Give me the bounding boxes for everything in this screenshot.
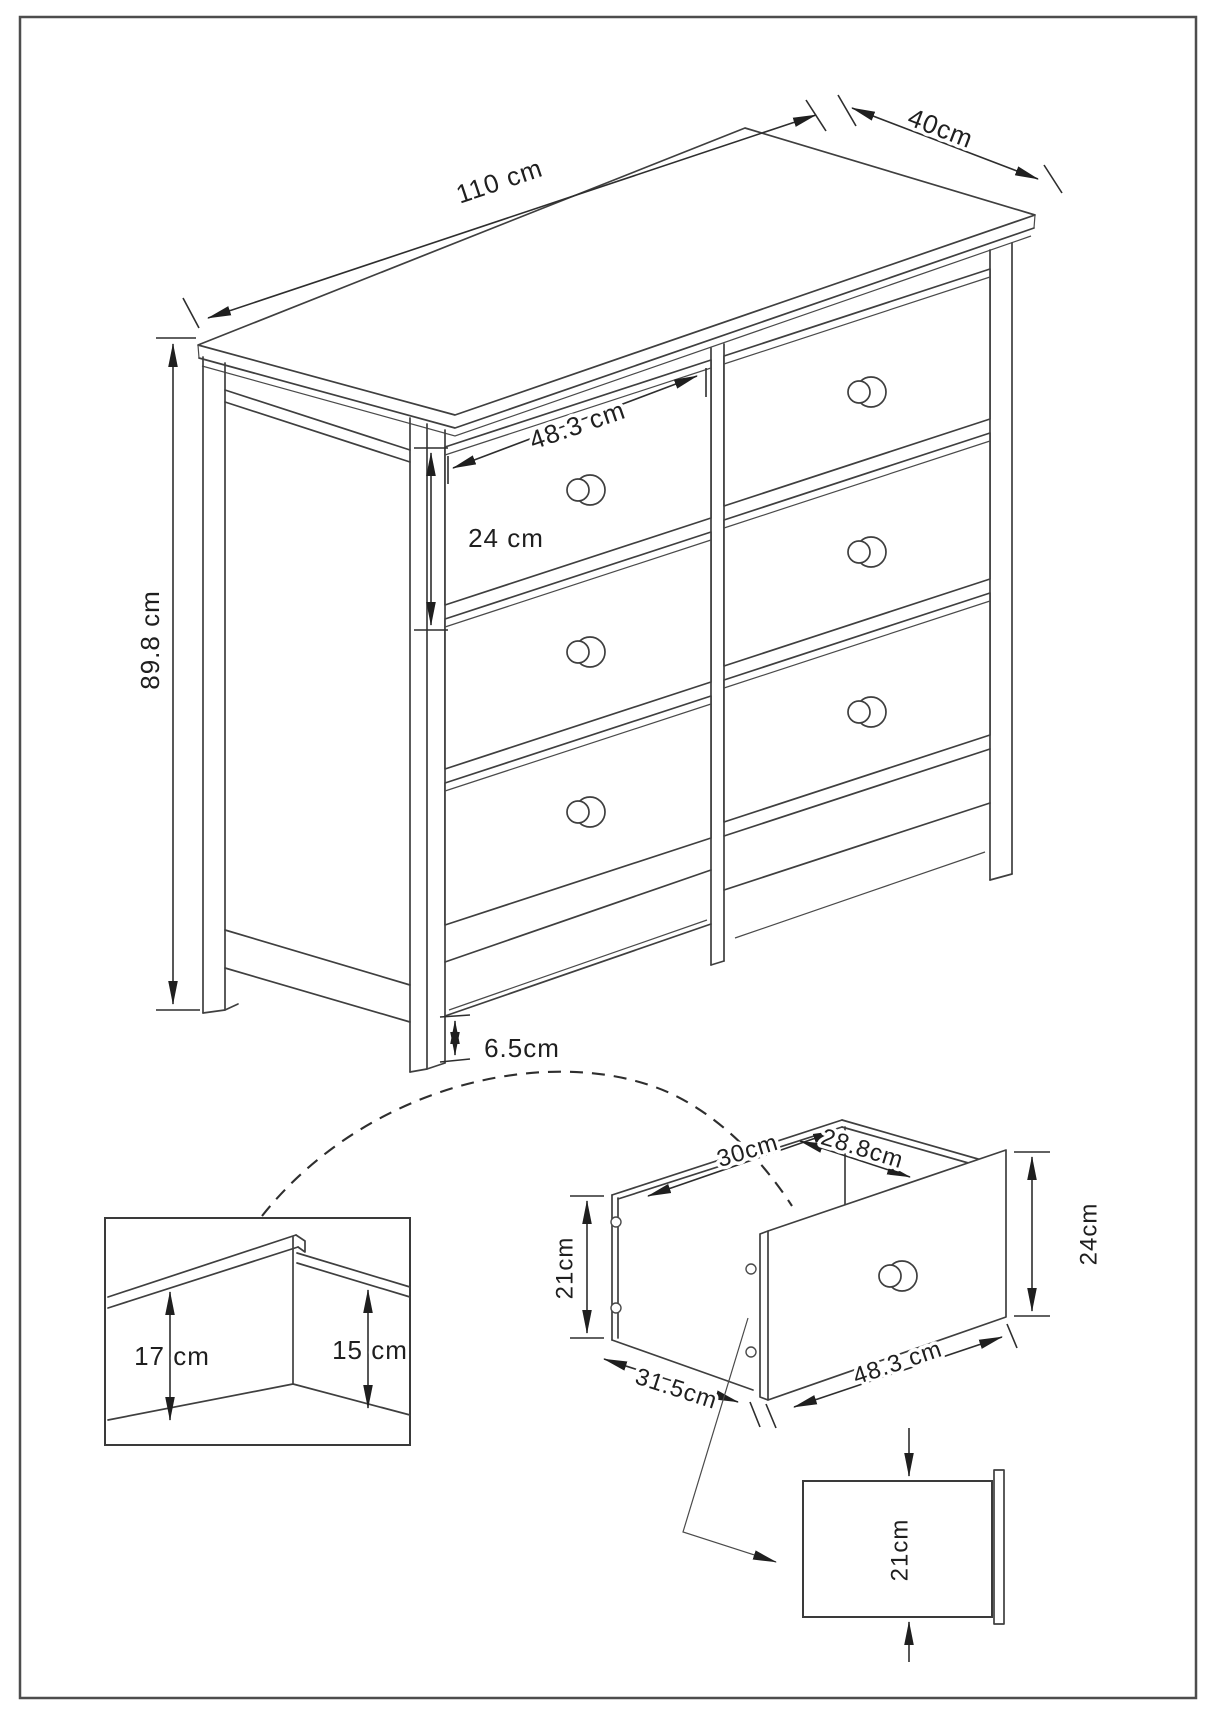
dim-front-height: 24cm [1014,1151,1106,1317]
knob [566,474,606,506]
main-view-chest: 110 cm 40cm 89.8 cm 48.3 cm 24 cm [131,94,1063,1073]
dim-side-height: 21cm [548,1195,604,1339]
dim-drawer-height: 24 cm [414,447,546,631]
drawer-detail-view: 21cm 30cm 28.8cm 24cm 31.5cm 48.3 cm [548,1119,1106,1563]
dim-plinth-height-label: 6.5cm [484,1033,560,1063]
knob [847,376,887,408]
front-left-stile [409,417,446,1073]
knob [847,696,887,728]
dim-panel-height-label: 21cm [886,1519,913,1582]
centre-divider [710,343,725,966]
left-side-panel [202,356,411,1023]
dim-top-depth-label: 40cm [904,102,978,154]
dim-overall-height-label: 89.8 cm [135,590,165,690]
dim-inner-width: 30cm [647,1125,837,1197]
right-rail [296,1252,411,1298]
dim-left-rail-height-label: 17 cm [134,1341,210,1371]
rail-detail-frame [104,1217,411,1446]
callout-dashed-curve [261,1070,793,1217]
dim-top-width-label: 110 cm [452,153,546,210]
right-stile [989,242,1013,881]
dim-right-rail-height-label: 15 cm [332,1335,408,1365]
leader-line [682,1317,777,1563]
floor-edge [107,1383,411,1421]
dim-plinth-height: 6.5cm [439,1014,562,1066]
dim-inner-clear-width: 28.8cm [799,1120,911,1178]
dim-side-depth-label: 31.5cm [632,1363,721,1415]
dim-side-depth: 31.5cm [603,1358,761,1428]
left-rail [107,1234,306,1309]
side-panel-face [802,1480,993,1618]
dim-left-rail-height: 17 cm [131,1291,212,1421]
knob [566,796,606,828]
dim-inner-width-label: 30cm [714,1129,782,1173]
sheet-border [18,15,1198,1700]
side-panel-edge-strip [993,1469,1005,1625]
dim-front-height-label: 24cm [1075,1203,1102,1266]
knob [847,536,887,568]
drawer-box [610,1119,1007,1401]
dim-inner-clear-width-label: 28.8cm [818,1124,907,1175]
knob [566,636,606,668]
dim-overall-height: 89.8 cm [131,337,200,1011]
dim-drawer-height-label: 24 cm [468,523,544,553]
dim-right-rail-height: 15 cm [329,1289,410,1409]
knob [878,1260,918,1292]
rail-detail-view: 17 cm 15 cm [104,1217,411,1446]
bottom-rails [444,748,991,1017]
drawer-knobs [566,376,887,828]
side-panel-detail-view: 21cm [802,1428,1005,1662]
dim-side-height-label: 21cm [551,1237,578,1300]
